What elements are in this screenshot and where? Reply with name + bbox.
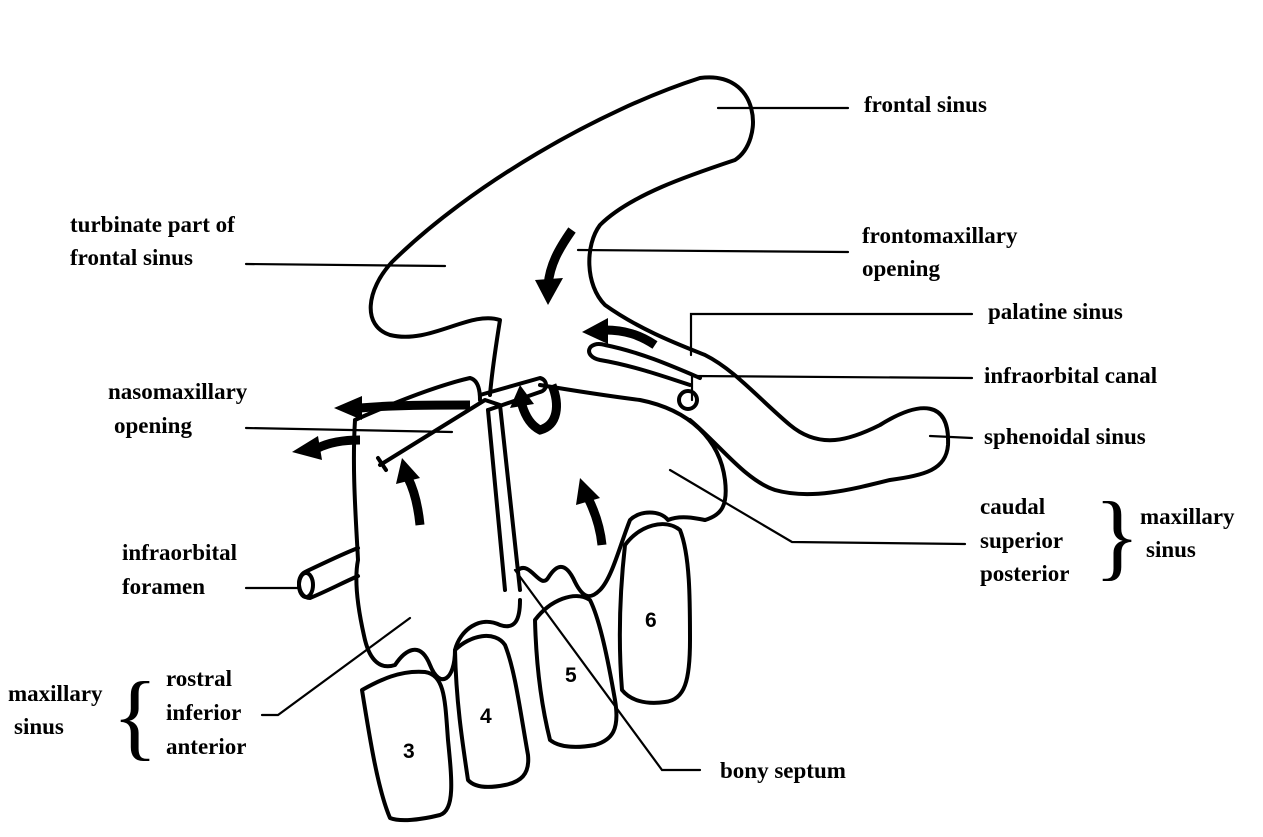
- palatine-sinus-leader: [689, 312, 974, 357]
- frontal-sinus-label: frontal sinus: [864, 92, 987, 117]
- superior-label: superior: [980, 528, 1063, 553]
- sphenoidal-sinus-leader: [928, 434, 974, 440]
- labels: frontal sinus turbinate part of frontal …: [8, 92, 1235, 783]
- up-arrow-icon: [396, 458, 425, 526]
- rostral-brace: {: [112, 662, 158, 769]
- tooth-3-outline: [360, 669, 454, 823]
- anterior-label: anterior: [166, 734, 246, 759]
- rostral-front-plate: [378, 398, 522, 592]
- tooth-6-number: 6: [645, 609, 657, 632]
- caudal-maxillary-sinus-outline: [538, 383, 728, 522]
- frontomaxillary-leader: [576, 248, 850, 254]
- infraorbital-foramen-label-line2: foramen: [122, 574, 205, 599]
- turbinate-label-line1: turbinate part of: [70, 212, 235, 237]
- tooth-6-outline: [617, 522, 692, 705]
- caudal-sinus-label: sinus: [1146, 537, 1196, 562]
- palatine-sinus-label: palatine sinus: [988, 299, 1123, 324]
- leader-lines: [244, 106, 974, 772]
- tooth-4-outline: [453, 633, 531, 789]
- inferior-label: inferior: [166, 700, 241, 725]
- infraorbital-canal-outline: [677, 389, 699, 411]
- hook-arrow-icon: [510, 383, 561, 435]
- up-arrow-icon: [576, 478, 607, 546]
- rostral-maxillary-sinus-outline: [351, 376, 522, 681]
- flow-arrows: [292, 227, 658, 546]
- turbinate-leader: [244, 262, 447, 268]
- rostral-maxillary-leader: [260, 616, 412, 717]
- turbinate-label-line2: frontal sinus: [70, 245, 193, 270]
- nasomaxillary-label-line1: nasomaxillary: [108, 379, 248, 404]
- caudal-sinus-floor: [516, 510, 707, 599]
- rostral-sinus-label: sinus: [14, 714, 64, 739]
- rostral-front-plate-edge: [376, 408, 507, 592]
- rostral-label: rostral: [166, 666, 232, 691]
- bony-septum-leader: [513, 568, 702, 772]
- left-arrow-icon: [334, 396, 471, 420]
- caudal-label: caudal: [980, 494, 1045, 519]
- caudal-brace: }: [1094, 482, 1140, 589]
- frontomaxillary-label-line2: opening: [862, 256, 940, 281]
- sphenoidal-sinus-label: sphenoidal sinus: [984, 424, 1146, 449]
- caudal-maxillary-leader: [668, 468, 967, 546]
- nasomaxillary-label-line2: opening: [114, 413, 192, 438]
- tooth-4-number: 4: [480, 705, 492, 728]
- posterior-label: posterior: [980, 561, 1069, 586]
- infraorbital-canal-leader: [690, 374, 974, 402]
- rostral-top-bar: [478, 376, 548, 412]
- frontomaxillary-label-line1: frontomaxillary: [862, 223, 1018, 248]
- infraorbital-canal-label: infraorbital canal: [984, 363, 1157, 388]
- tooth-5-outline: [533, 594, 619, 749]
- frontal-sinus-outline: [368, 75, 951, 497]
- infraorbital-foramen-opening: [297, 571, 315, 599]
- tooth-3-number: 3: [403, 740, 415, 763]
- left-arrow-icon: [292, 435, 361, 460]
- caudal-maxillary-label: maxillary: [1140, 504, 1235, 529]
- sinus-outlines: [297, 75, 951, 681]
- nasomaxillary-leader: [244, 426, 454, 434]
- tooth-5-number: 5: [565, 664, 577, 687]
- rostral-maxillary-label: maxillary: [8, 681, 103, 706]
- infraorbital-foramen-label-line1: infraorbital: [122, 540, 237, 565]
- left-arrow-icon: [582, 318, 658, 349]
- down-arrow-icon: [535, 227, 576, 305]
- bony-septum-label: bony septum: [720, 758, 846, 783]
- teeth: 3 4 5 6: [360, 522, 692, 823]
- palatine-sinus-outline: [587, 342, 702, 387]
